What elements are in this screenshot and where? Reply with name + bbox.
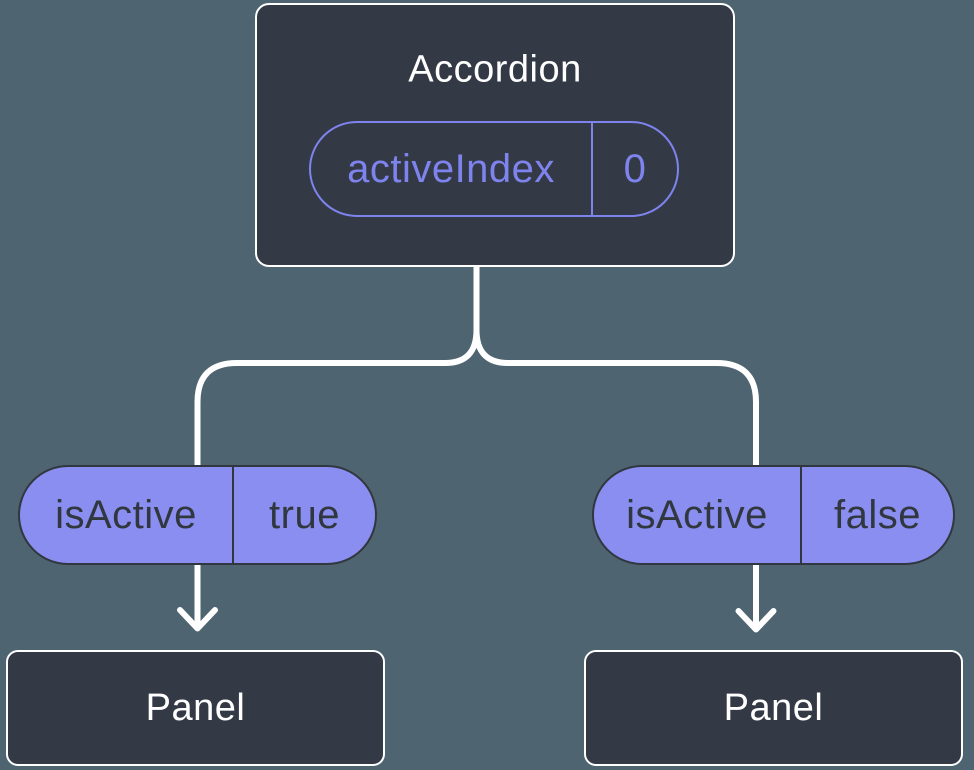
prop-pill-isactive-true: isActive true bbox=[18, 465, 377, 565]
state-pill-value: 0 bbox=[591, 123, 677, 215]
state-pill-activeindex: activeIndex 0 bbox=[309, 121, 679, 217]
right-arrowhead bbox=[735, 608, 777, 633]
connector-left-branch bbox=[194, 327, 480, 629]
prop-pill-name: isActive bbox=[55, 492, 197, 537]
connector-right-branch bbox=[473, 327, 759, 630]
left-arrowhead bbox=[177, 607, 218, 632]
prop-pill-value: true bbox=[232, 467, 375, 563]
prop-pill-name: isActive bbox=[626, 492, 768, 537]
panel-node-right: Panel bbox=[584, 650, 963, 766]
prop-pill-isactive-false: isActive false bbox=[592, 465, 955, 565]
state-pill-name: activeIndex bbox=[347, 146, 555, 191]
panel-node-left: Panel bbox=[6, 650, 385, 766]
prop-pill-value: false bbox=[800, 467, 953, 563]
accordion-node: Accordion activeIndex 0 bbox=[255, 3, 735, 267]
accordion-node-title: Accordion bbox=[408, 48, 582, 91]
